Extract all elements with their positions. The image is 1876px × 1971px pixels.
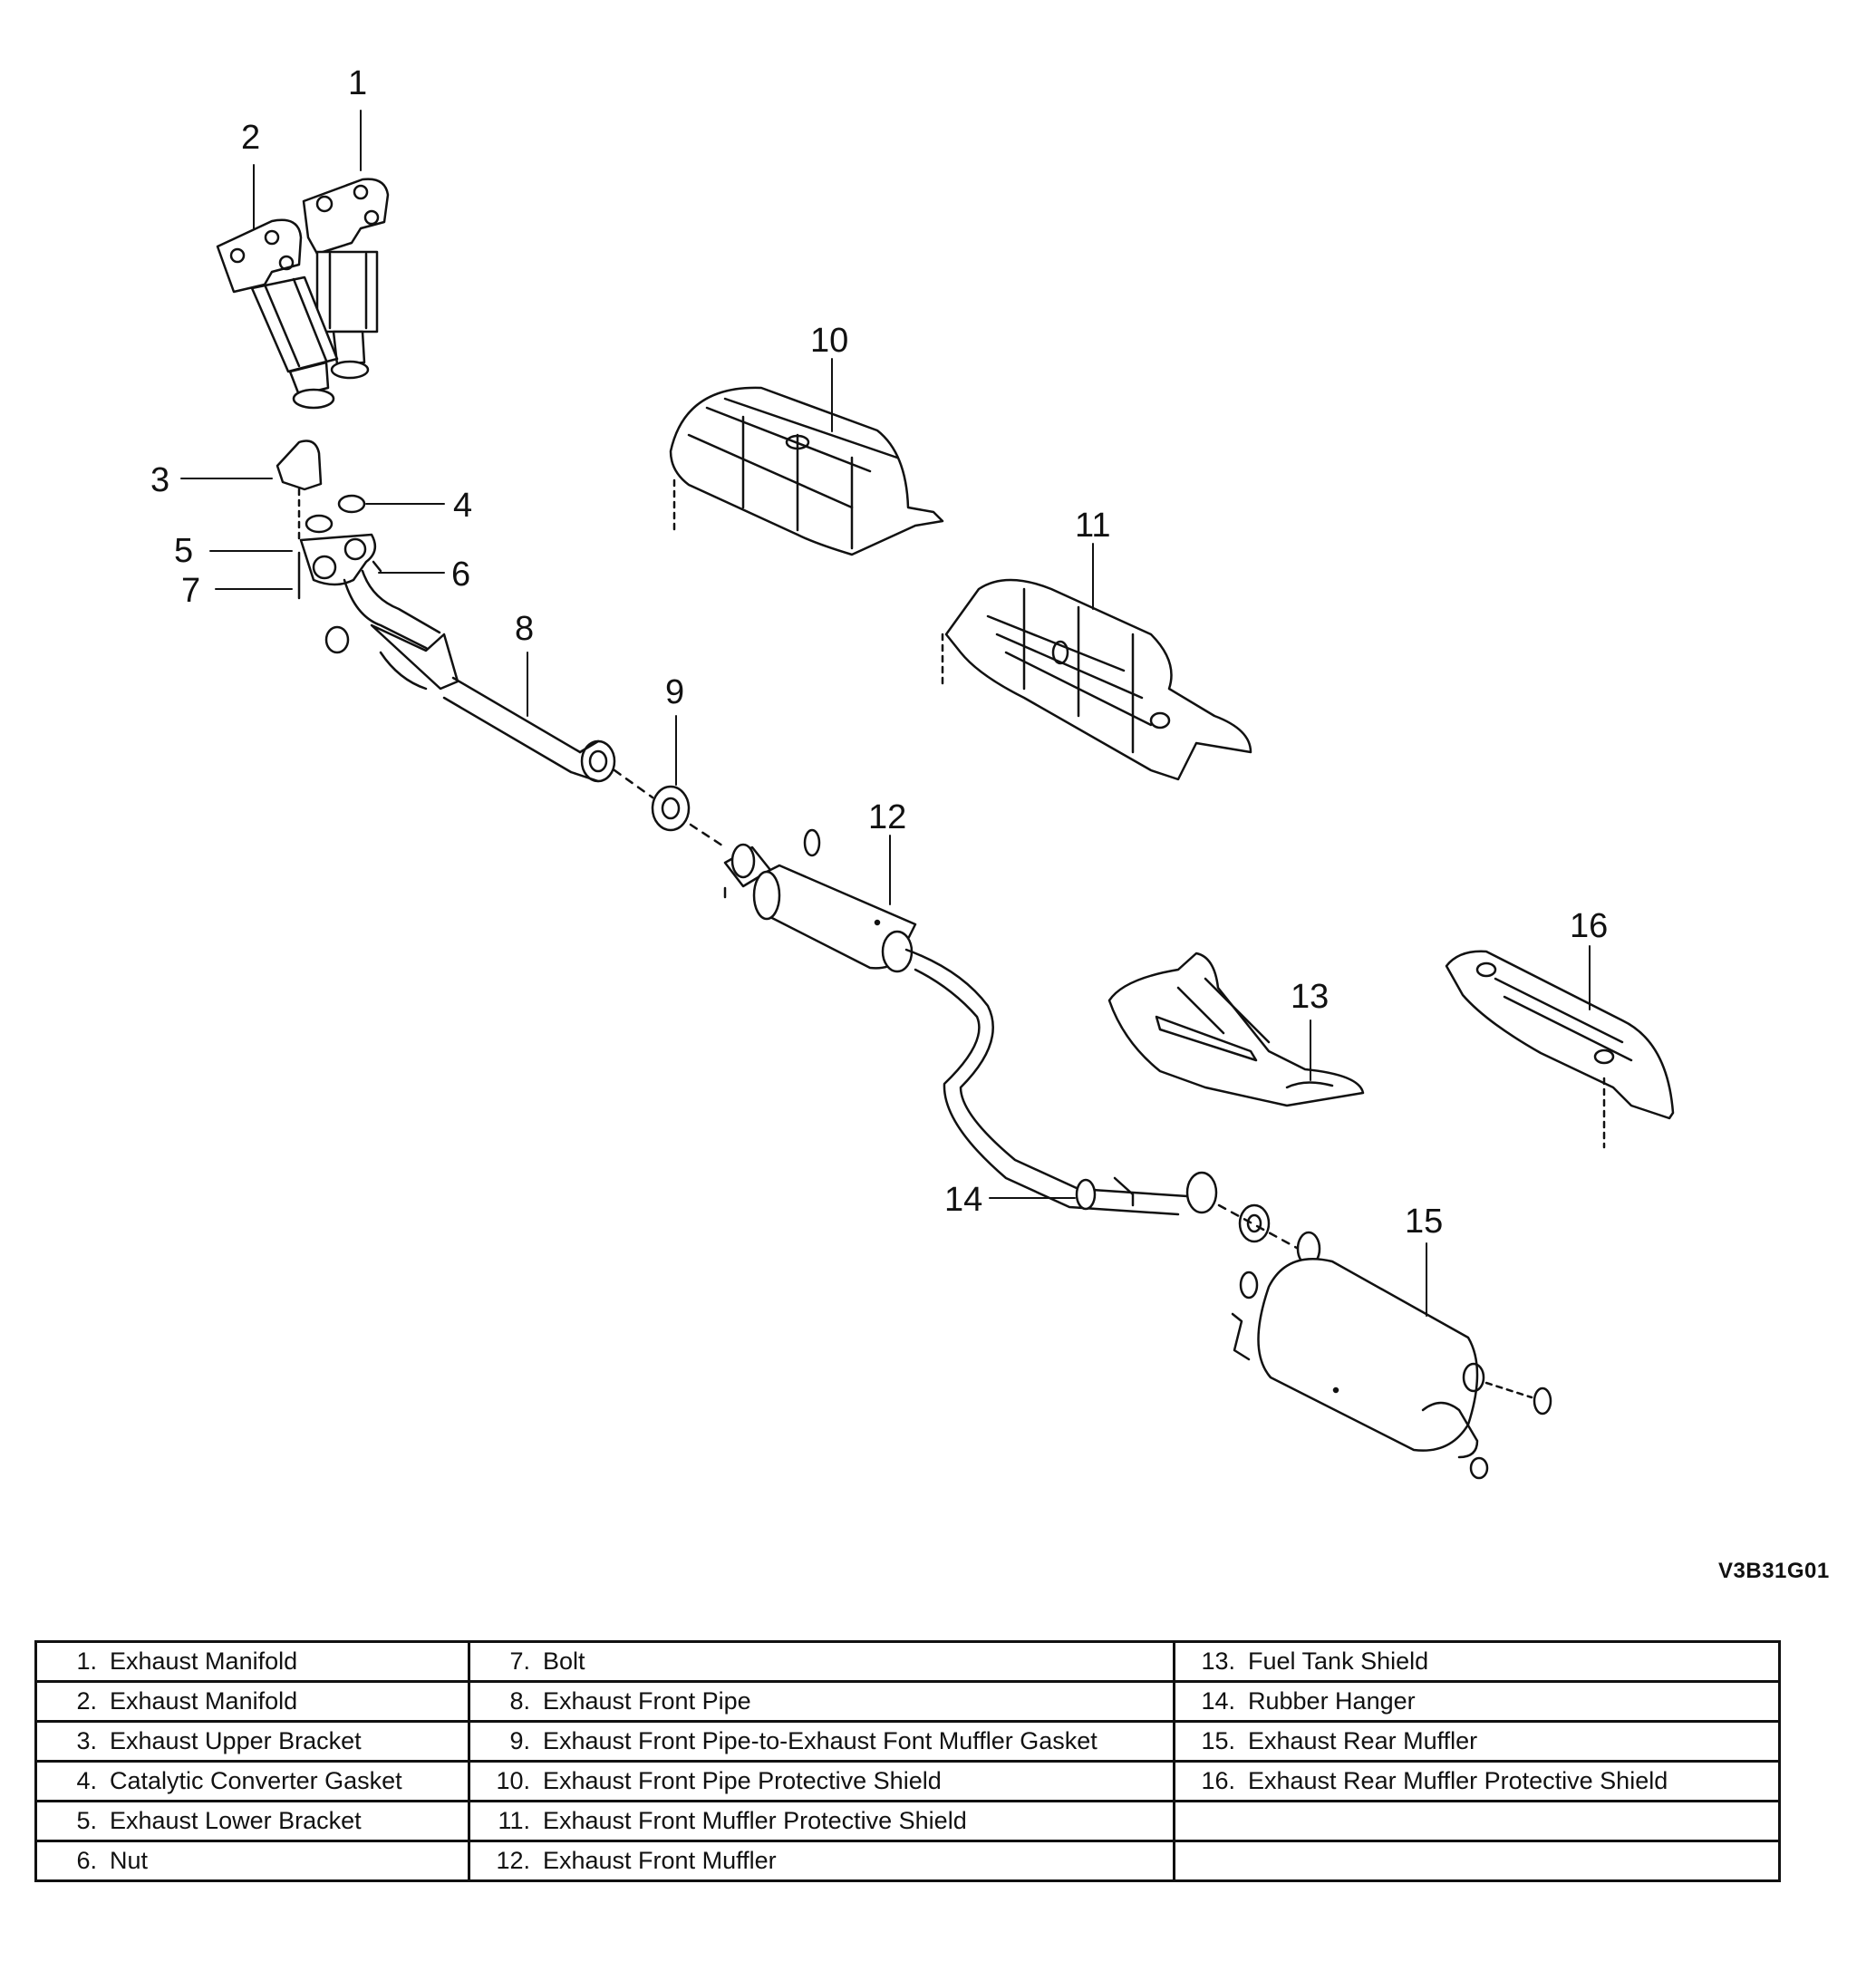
exhaust-system-diagram: 1 2 3 4 5 6 7 8 9 10 11 12 13 14 15 16	[150, 64, 1675, 1480]
legend-label: Exhaust Upper Bracket	[110, 1727, 362, 1754]
legend-label: Rubber Hanger	[1248, 1687, 1416, 1715]
legend-label: Exhaust Rear Muffler	[1248, 1727, 1478, 1754]
callout-numbers: 1 2 3 4 5 6 7 8 9 10 11 12 13 14 15 16	[150, 64, 1608, 1241]
exhaust-front-pipe	[324, 569, 616, 783]
legend-cell: 1.Exhaust Manifold	[34, 1640, 470, 1683]
exhaust-manifold-1	[302, 178, 390, 380]
legend-cell: 5.Exhaust Lower Bracket	[34, 1800, 470, 1842]
legend-label: Exhaust Rear Muffler Protective Shield	[1248, 1767, 1668, 1794]
exhaust-front-muffler	[723, 828, 917, 973]
legend-label: Exhaust Lower Bracket	[110, 1807, 362, 1834]
legend-label: Exhaust Manifold	[110, 1687, 298, 1715]
legend-row: 1.Exhaust Manifold 7.Bolt 13.Fuel Tank S…	[34, 1640, 1781, 1683]
intermediate-pipe	[904, 948, 1189, 1216]
callout-15: 15	[1405, 1203, 1443, 1241]
callout-3: 3	[150, 461, 169, 499]
legend-cell: 11.Exhaust Front Muffler Protective Shie…	[468, 1800, 1175, 1842]
legend-row: 4.Catalytic Converter Gasket 10.Exhaust …	[34, 1760, 1781, 1802]
front-muffler-protective-shield	[941, 578, 1252, 781]
legend-label: Exhaust Front Pipe Protective Shield	[543, 1767, 942, 1794]
leader-lines	[180, 110, 1591, 1317]
callout-10: 10	[810, 322, 848, 360]
legend-cell: 10.Exhaust Front Pipe Protective Shield	[468, 1760, 1175, 1802]
legend-row: 6.Nut 12.Exhaust Front Muffler	[34, 1840, 1781, 1882]
legend-cell: 9.Exhaust Front Pipe-to-Exhaust Font Muf…	[468, 1720, 1175, 1763]
exhaust-manifold-2	[216, 218, 339, 410]
legend-label: Exhaust Manifold	[110, 1647, 298, 1675]
rear-muffler-protective-shield	[1445, 950, 1675, 1149]
legend-label: Bolt	[543, 1647, 585, 1675]
catalytic-converter-gasket	[337, 494, 366, 514]
legend-label: Exhaust Front Pipe	[543, 1687, 751, 1715]
legend-cell: 6.Nut	[34, 1840, 470, 1882]
legend-cell: 12.Exhaust Front Muffler	[468, 1840, 1175, 1882]
legend-label: Nut	[110, 1847, 149, 1874]
exhaust-rear-muffler	[1231, 1231, 1552, 1480]
legend-label: Fuel Tank Shield	[1248, 1647, 1429, 1675]
callout-7: 7	[181, 572, 200, 610]
callout-4: 4	[453, 487, 472, 525]
exhaust-upper-bracket	[276, 440, 323, 491]
callout-13: 13	[1291, 978, 1329, 1016]
legend-cell: 15.Exhaust Rear Muffler	[1173, 1720, 1781, 1763]
callout-5: 5	[174, 532, 193, 570]
fuel-tank-shield	[1107, 952, 1365, 1107]
legend-label: Exhaust Front Pipe-to-Exhaust Font Muffl…	[543, 1727, 1098, 1754]
callout-9: 9	[665, 673, 684, 711]
legend-label: Exhaust Front Muffler	[543, 1847, 777, 1874]
legend-cell: 16.Exhaust Rear Muffler Protective Shiel…	[1173, 1760, 1781, 1802]
legend-label: Exhaust Front Muffler Protective Shield	[543, 1807, 967, 1834]
legend-row: 2.Exhaust Manifold 8.Exhaust Front Pipe …	[34, 1680, 1781, 1723]
callout-1: 1	[348, 64, 367, 102]
callout-16: 16	[1570, 907, 1608, 945]
figure-code: V3B31G01	[1718, 1559, 1830, 1583]
parts-legend-table: 1.Exhaust Manifold 7.Bolt 13.Fuel Tank S…	[34, 1640, 1781, 1882]
callout-12: 12	[868, 798, 906, 836]
rear-flange-gasket	[1185, 1171, 1307, 1254]
legend-cell: 2.Exhaust Manifold	[34, 1680, 470, 1723]
callout-2: 2	[241, 119, 260, 157]
legend-cell: 14.Rubber Hanger	[1173, 1680, 1781, 1723]
legend-label: Catalytic Converter Gasket	[110, 1767, 402, 1794]
legend-cell	[1173, 1800, 1781, 1842]
legend-row: 3.Exhaust Upper Bracket 9.Exhaust Front …	[34, 1720, 1781, 1763]
legend-cell: 7.Bolt	[468, 1640, 1175, 1683]
callout-11: 11	[1075, 507, 1110, 545]
legend-cell: 4.Catalytic Converter Gasket	[34, 1760, 470, 1802]
legend-cell: 3.Exhaust Upper Bracket	[34, 1720, 470, 1763]
legend-cell: 13.Fuel Tank Shield	[1173, 1640, 1781, 1683]
legend-cell	[1173, 1840, 1781, 1882]
exhaust-lower-bracket	[297, 533, 382, 600]
callout-8: 8	[515, 610, 534, 648]
callout-6: 6	[451, 556, 470, 594]
front-pipe-protective-shield	[669, 386, 944, 556]
callout-14: 14	[944, 1181, 982, 1219]
front-pipe-gasket	[651, 785, 691, 832]
legend-cell: 8.Exhaust Front Pipe	[468, 1680, 1175, 1723]
rubber-hanger	[1075, 1176, 1135, 1211]
legend-row: 5.Exhaust Lower Bracket 11.Exhaust Front…	[34, 1800, 1781, 1842]
